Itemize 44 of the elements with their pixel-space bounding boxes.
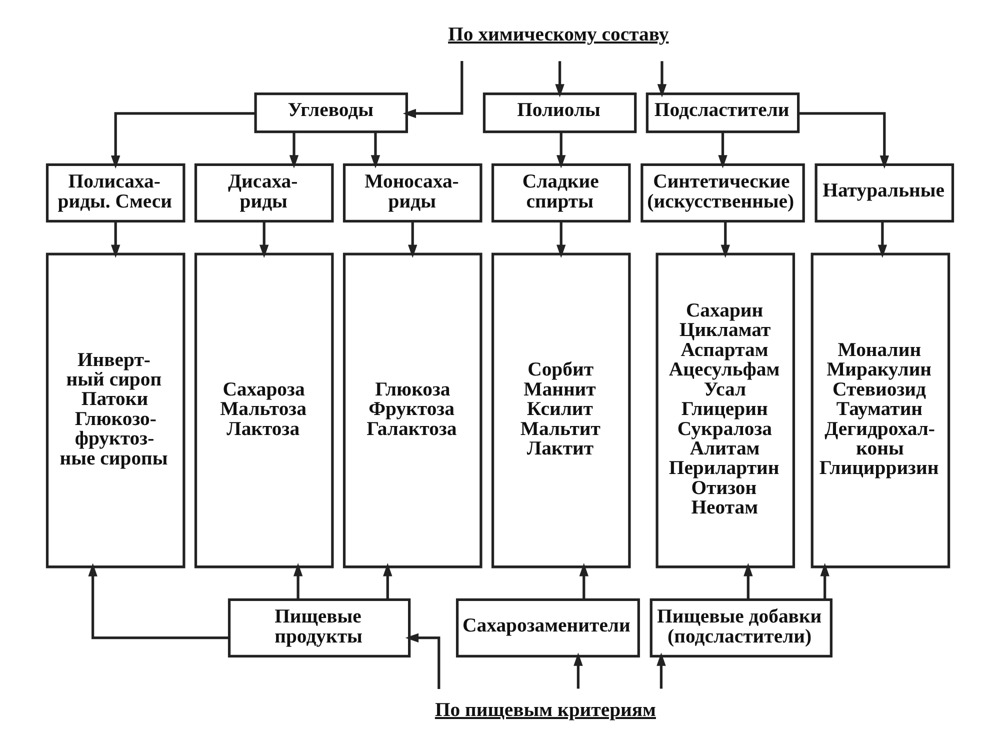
node-box: Сорбит Маннит Ксилит Мальтит Лактит (491, 252, 631, 568)
node-box: Полиолы (482, 92, 637, 134)
arrow (556, 132, 566, 168)
node-box: Моналин Миракулин Стевиозид Тауматин Дегидрохал- коны Глицирризин (810, 252, 950, 568)
arrow (656, 652, 666, 689)
arrow (555, 61, 564, 98)
arrow (110, 221, 120, 258)
arrow (405, 633, 440, 690)
arrow (293, 563, 303, 600)
arrow (370, 132, 380, 168)
arrow (574, 652, 583, 689)
arrow (289, 132, 299, 168)
arrow (259, 221, 269, 258)
node-box: Пищевые добавки (подсластители) (650, 598, 832, 658)
node-text: По химическому составу (448, 24, 669, 46)
node-box: Синтетические (искусственные) (640, 163, 805, 223)
arrow (820, 563, 830, 600)
node-box: Сахарозаменители (456, 598, 640, 658)
node-box: Глюкоза Фруктоза Галактоза (342, 252, 482, 568)
arrow (657, 61, 667, 98)
arrow (744, 563, 753, 600)
node-box: Подсластители (646, 92, 800, 134)
node-text: По пищевым критериям (434, 699, 656, 722)
arrow (798, 112, 890, 169)
node-box: Сахарин Цикламат Аспартам Ацесульфам Усал Глицерин Сукралоза Алитам Перилартин Отизон Неотам (656, 252, 796, 568)
node-box: Углеводы (254, 92, 408, 134)
arrow (110, 112, 256, 169)
node-box: Дисаха- риды (194, 163, 334, 223)
arrow (720, 221, 730, 258)
node-box: Полисаха- риды. Смеси (46, 163, 186, 223)
node-box: Пищевые продукты (228, 598, 411, 658)
node-box: Сладкие спирты (491, 163, 631, 223)
node-box: Инверт- ный сироп Патоки Глюкозо- фруктоз- ные сиропы (46, 252, 186, 568)
arrow (88, 563, 230, 640)
node-box: Сахароза Мальтоза Лактоза (194, 252, 334, 568)
arrow (383, 563, 392, 600)
arrow (579, 563, 588, 600)
arrow (402, 60, 464, 118)
arrow (556, 221, 566, 258)
node-box: Натуральные (814, 163, 954, 223)
arrow (718, 132, 728, 168)
arrow (878, 221, 888, 258)
node-box: Моносаха- риды (342, 163, 482, 223)
arrow (408, 221, 418, 258)
